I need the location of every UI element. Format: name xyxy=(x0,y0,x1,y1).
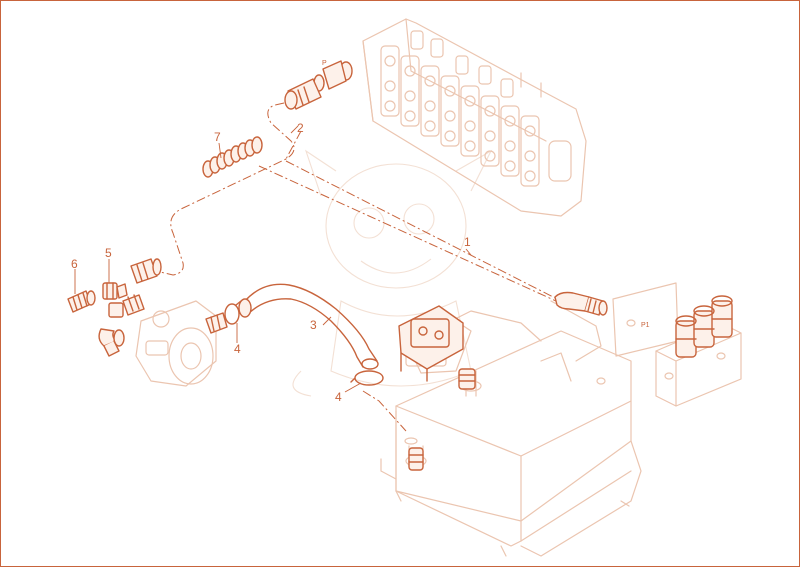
callout-4-upper: 4 xyxy=(234,342,241,356)
callout-5: 5 xyxy=(105,246,112,260)
suction-hose-end xyxy=(122,258,162,316)
hydraulic-pump xyxy=(135,300,228,387)
hose-clamp-lower xyxy=(350,370,384,386)
callout-4-lower: 4 xyxy=(335,390,342,404)
callout-7: 7 xyxy=(214,130,221,144)
hydraulic-tank xyxy=(380,300,642,557)
callouts: 1 2 3 4 4 5 6 7 xyxy=(71,121,471,404)
pressure-port-fitting: P xyxy=(284,60,353,110)
fitting-adapter-6 xyxy=(67,290,96,313)
callout-1: 1 xyxy=(464,235,471,249)
spring-guard xyxy=(202,136,263,178)
callout-6: 6 xyxy=(71,257,78,271)
hose-clamp-upper xyxy=(224,300,242,325)
pump-elbow-fitting xyxy=(98,302,125,357)
p1-flange-plate: P1 xyxy=(612,282,679,357)
control-valve-block xyxy=(362,18,587,217)
return-elbow-fitting xyxy=(554,291,608,316)
auxiliary-valve-block xyxy=(655,295,742,407)
callout-3: 3 xyxy=(310,318,317,332)
port-label-p1: P1 xyxy=(641,322,650,329)
hose-route-lines xyxy=(155,102,562,432)
watermark-mascot xyxy=(292,149,493,397)
port-label-p: P xyxy=(322,60,327,67)
fitting-union-5 xyxy=(102,282,128,300)
leader-lines xyxy=(74,125,472,393)
callout-2: 2 xyxy=(297,121,304,135)
suction-hose xyxy=(238,283,379,370)
